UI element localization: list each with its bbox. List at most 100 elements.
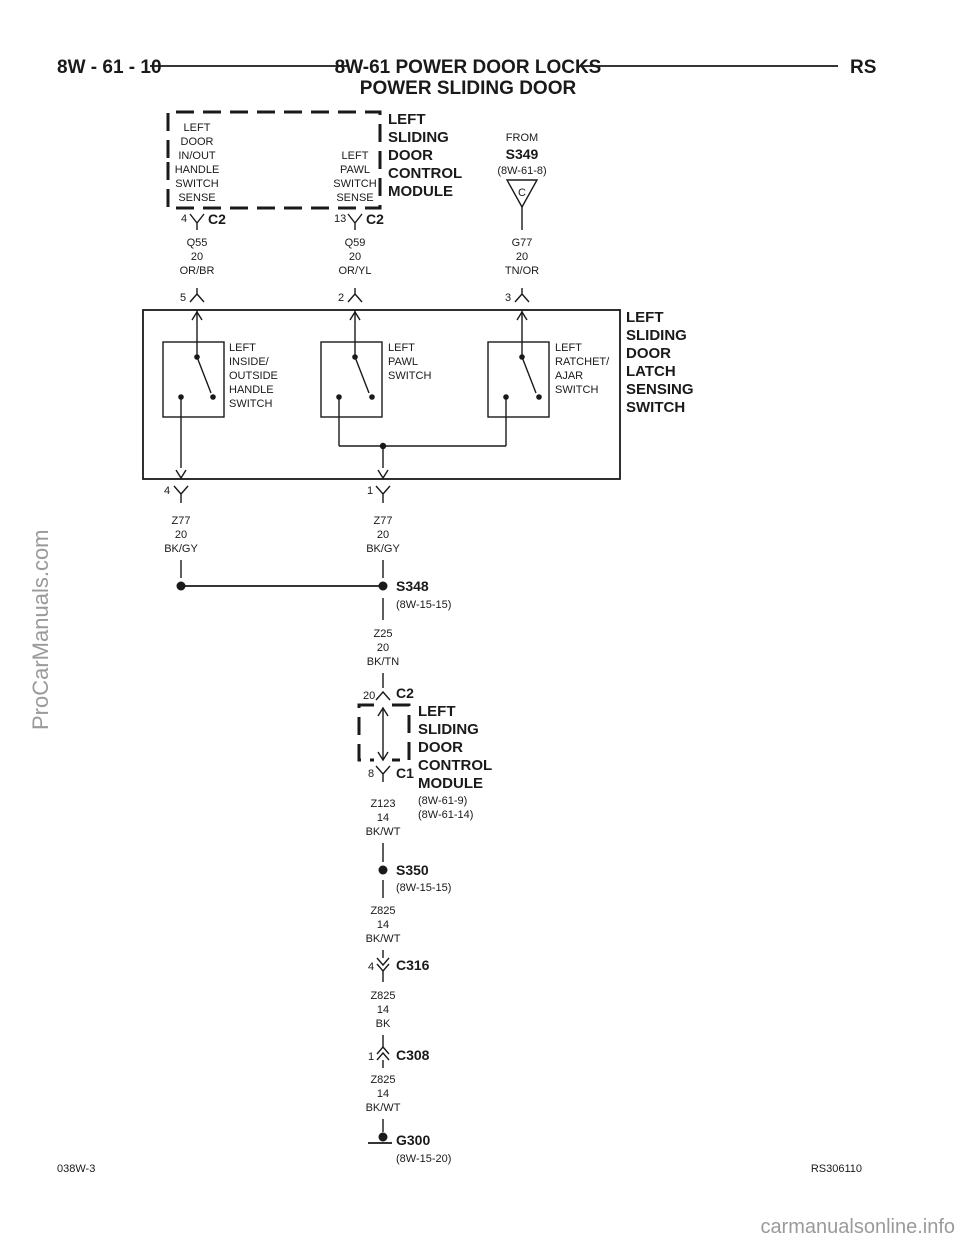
svg-text:DOOR: DOOR: [388, 147, 433, 164]
svg-text:4: 4: [368, 961, 374, 973]
svg-text:SENSE: SENSE: [336, 192, 373, 204]
wire-z77-a: Z77 20 BK/GY: [164, 515, 198, 578]
svg-text:MODULE: MODULE: [418, 775, 483, 792]
svg-text:SENSE: SENSE: [178, 192, 215, 204]
svg-text:LEFT: LEFT: [184, 122, 211, 134]
svg-text:PAWL: PAWL: [388, 356, 418, 368]
latch-switch-name: LEFT SLIDING DOOR LATCH SENSING SWITCH: [626, 309, 694, 416]
footer-right-code: RS306110: [811, 1163, 862, 1175]
pin-c2-4: 4: [181, 213, 187, 225]
wire-z25: Z25 20 BK/TN: [367, 628, 399, 688]
wire-q59: Q59 20 OR/YL: [338, 237, 371, 277]
page-reference: 8W - 61 - 10: [57, 57, 162, 78]
svg-text:LEFT: LEFT: [626, 309, 664, 326]
svg-text:LEFT: LEFT: [418, 703, 456, 720]
ratchet-ajar-switch: LEFT RATCHET/ AJAR SWITCH: [487, 310, 610, 446]
svg-text:2: 2: [338, 292, 344, 304]
svg-text:LEFT: LEFT: [388, 111, 426, 128]
svg-text:LEFT: LEFT: [555, 342, 582, 354]
inside-outside-handle-switch: LEFT INSIDE/ OUTSIDE HANDLE SWITCH: [162, 310, 278, 468]
ground-dot-icon: [378, 1132, 388, 1142]
latch-sensing-switch: LEFT SLIDING DOOR LATCH SENSING SWITCH L…: [142, 309, 694, 480]
svg-text:SWITCH: SWITCH: [333, 178, 376, 190]
svg-text:S350: S350: [396, 862, 429, 878]
connector-c2-a: C2: [208, 211, 226, 227]
svg-text:SLIDING: SLIDING: [626, 327, 687, 344]
svg-text:Z77: Z77: [172, 515, 191, 527]
svg-text:Z825: Z825: [370, 1074, 395, 1086]
splice-dot-icon: [378, 865, 388, 875]
svg-text:20: 20: [175, 529, 187, 541]
svg-text:(8W-61-14): (8W-61-14): [418, 809, 473, 821]
svg-text:20: 20: [377, 642, 389, 654]
svg-text:RATCHET/: RATCHET/: [555, 356, 610, 368]
svg-text:DOOR: DOOR: [181, 136, 214, 148]
module-name-label: LEFT SLIDING DOOR CONTROL MODULE: [388, 111, 462, 200]
latch-bottom-pins: 4 1: [164, 485, 391, 503]
connector-pin-symbol: [189, 213, 205, 230]
splice-arrow-icon: [505, 179, 539, 209]
svg-text:C308: C308: [396, 1047, 430, 1063]
svg-text:(8W-61-9): (8W-61-9): [418, 795, 467, 807]
svg-text:C2: C2: [396, 685, 414, 701]
module-name-label: LEFT SLIDING DOOR CONTROL MODULE: [418, 703, 492, 792]
page-title: 8W-61 POWER DOOR LOCKS: [335, 57, 602, 78]
svg-text:1: 1: [367, 485, 373, 497]
handle-sense-label: LEFT DOOR IN/OUT HANDLE SWITCH SENSE: [175, 122, 220, 204]
svg-text:INSIDE/: INSIDE/: [229, 356, 270, 368]
footer-left-code: 038W-3: [57, 1163, 95, 1175]
ground-g300: G300 (8W-15-20): [368, 1132, 451, 1165]
svg-text:BK/GY: BK/GY: [164, 543, 198, 555]
pawl-switch: LEFT PAWL SWITCH: [320, 310, 431, 446]
latch-top-pins: 5 2 3: [180, 288, 530, 304]
svg-text:BK/WT: BK/WT: [366, 826, 401, 838]
svg-text:20: 20: [516, 251, 528, 263]
svg-text:SWITCH: SWITCH: [229, 398, 272, 410]
svg-text:3: 3: [505, 292, 511, 304]
splice-s349-label: S349: [506, 146, 539, 162]
connector-c2-b: C2: [366, 211, 384, 227]
svg-text:LEFT: LEFT: [229, 342, 256, 354]
svg-text:4: 4: [164, 485, 170, 497]
svg-text:Z825: Z825: [370, 905, 395, 917]
latch-switch-outline: [142, 309, 621, 480]
svg-text:FROM: FROM: [506, 132, 538, 144]
svg-text:SWITCH: SWITCH: [388, 370, 431, 382]
svg-text:CONTROL: CONTROL: [418, 757, 492, 774]
svg-text:Z77: Z77: [374, 515, 393, 527]
wire-z123: Z123 14 BK/WT: [366, 798, 401, 862]
svg-text:PAWL: PAWL: [340, 164, 370, 176]
svg-text:14: 14: [377, 1088, 389, 1100]
side-watermark: ProCarManuals.com: [28, 529, 53, 730]
svg-text:TN/OR: TN/OR: [505, 265, 539, 277]
pin-c2-13: 13: [334, 213, 346, 225]
svg-text:AJAR: AJAR: [555, 370, 583, 382]
svg-text:Q59: Q59: [345, 237, 366, 249]
connector-pin-symbol: [347, 213, 363, 230]
svg-text:MODULE: MODULE: [388, 183, 453, 200]
splice-dot-icon: [378, 581, 388, 591]
svg-text:HANDLE: HANDLE: [229, 384, 274, 396]
svg-text:S348: S348: [396, 578, 429, 594]
svg-text:SLIDING: SLIDING: [418, 721, 479, 738]
svg-text:BK/TN: BK/TN: [367, 656, 399, 668]
wire-g77: G77 20 TN/OR: [505, 237, 539, 277]
svg-text:C: C: [518, 187, 526, 199]
svg-text:20: 20: [377, 529, 389, 541]
svg-text:OR/YL: OR/YL: [338, 265, 371, 277]
svg-text:14: 14: [377, 1004, 389, 1016]
svg-text:G77: G77: [512, 237, 533, 249]
pawl-sense-label: LEFT PAWL SWITCH SENSE: [333, 150, 376, 204]
svg-text:SLIDING: SLIDING: [388, 129, 449, 146]
svg-text:20: 20: [191, 251, 203, 263]
svg-text:C316: C316: [396, 957, 430, 973]
control-module-top: LEFT DOOR IN/OUT HANDLE SWITCH SENSE LEF…: [166, 110, 462, 230]
svg-text:SENSING: SENSING: [626, 381, 694, 398]
splice-s348: S348 (8W-15-15): [176, 578, 451, 620]
svg-text:BK/WT: BK/WT: [366, 1102, 401, 1114]
svg-text:14: 14: [377, 919, 389, 931]
svg-text:OR/BR: OR/BR: [180, 265, 215, 277]
wire-z825-c: Z825 14 BK/WT: [366, 1074, 401, 1132]
svg-text:IN/OUT: IN/OUT: [178, 150, 216, 162]
control-module-bottom: 20 C2 8 C1 LEFT SLIDING DOOR CONTROL MOD…: [357, 685, 492, 821]
